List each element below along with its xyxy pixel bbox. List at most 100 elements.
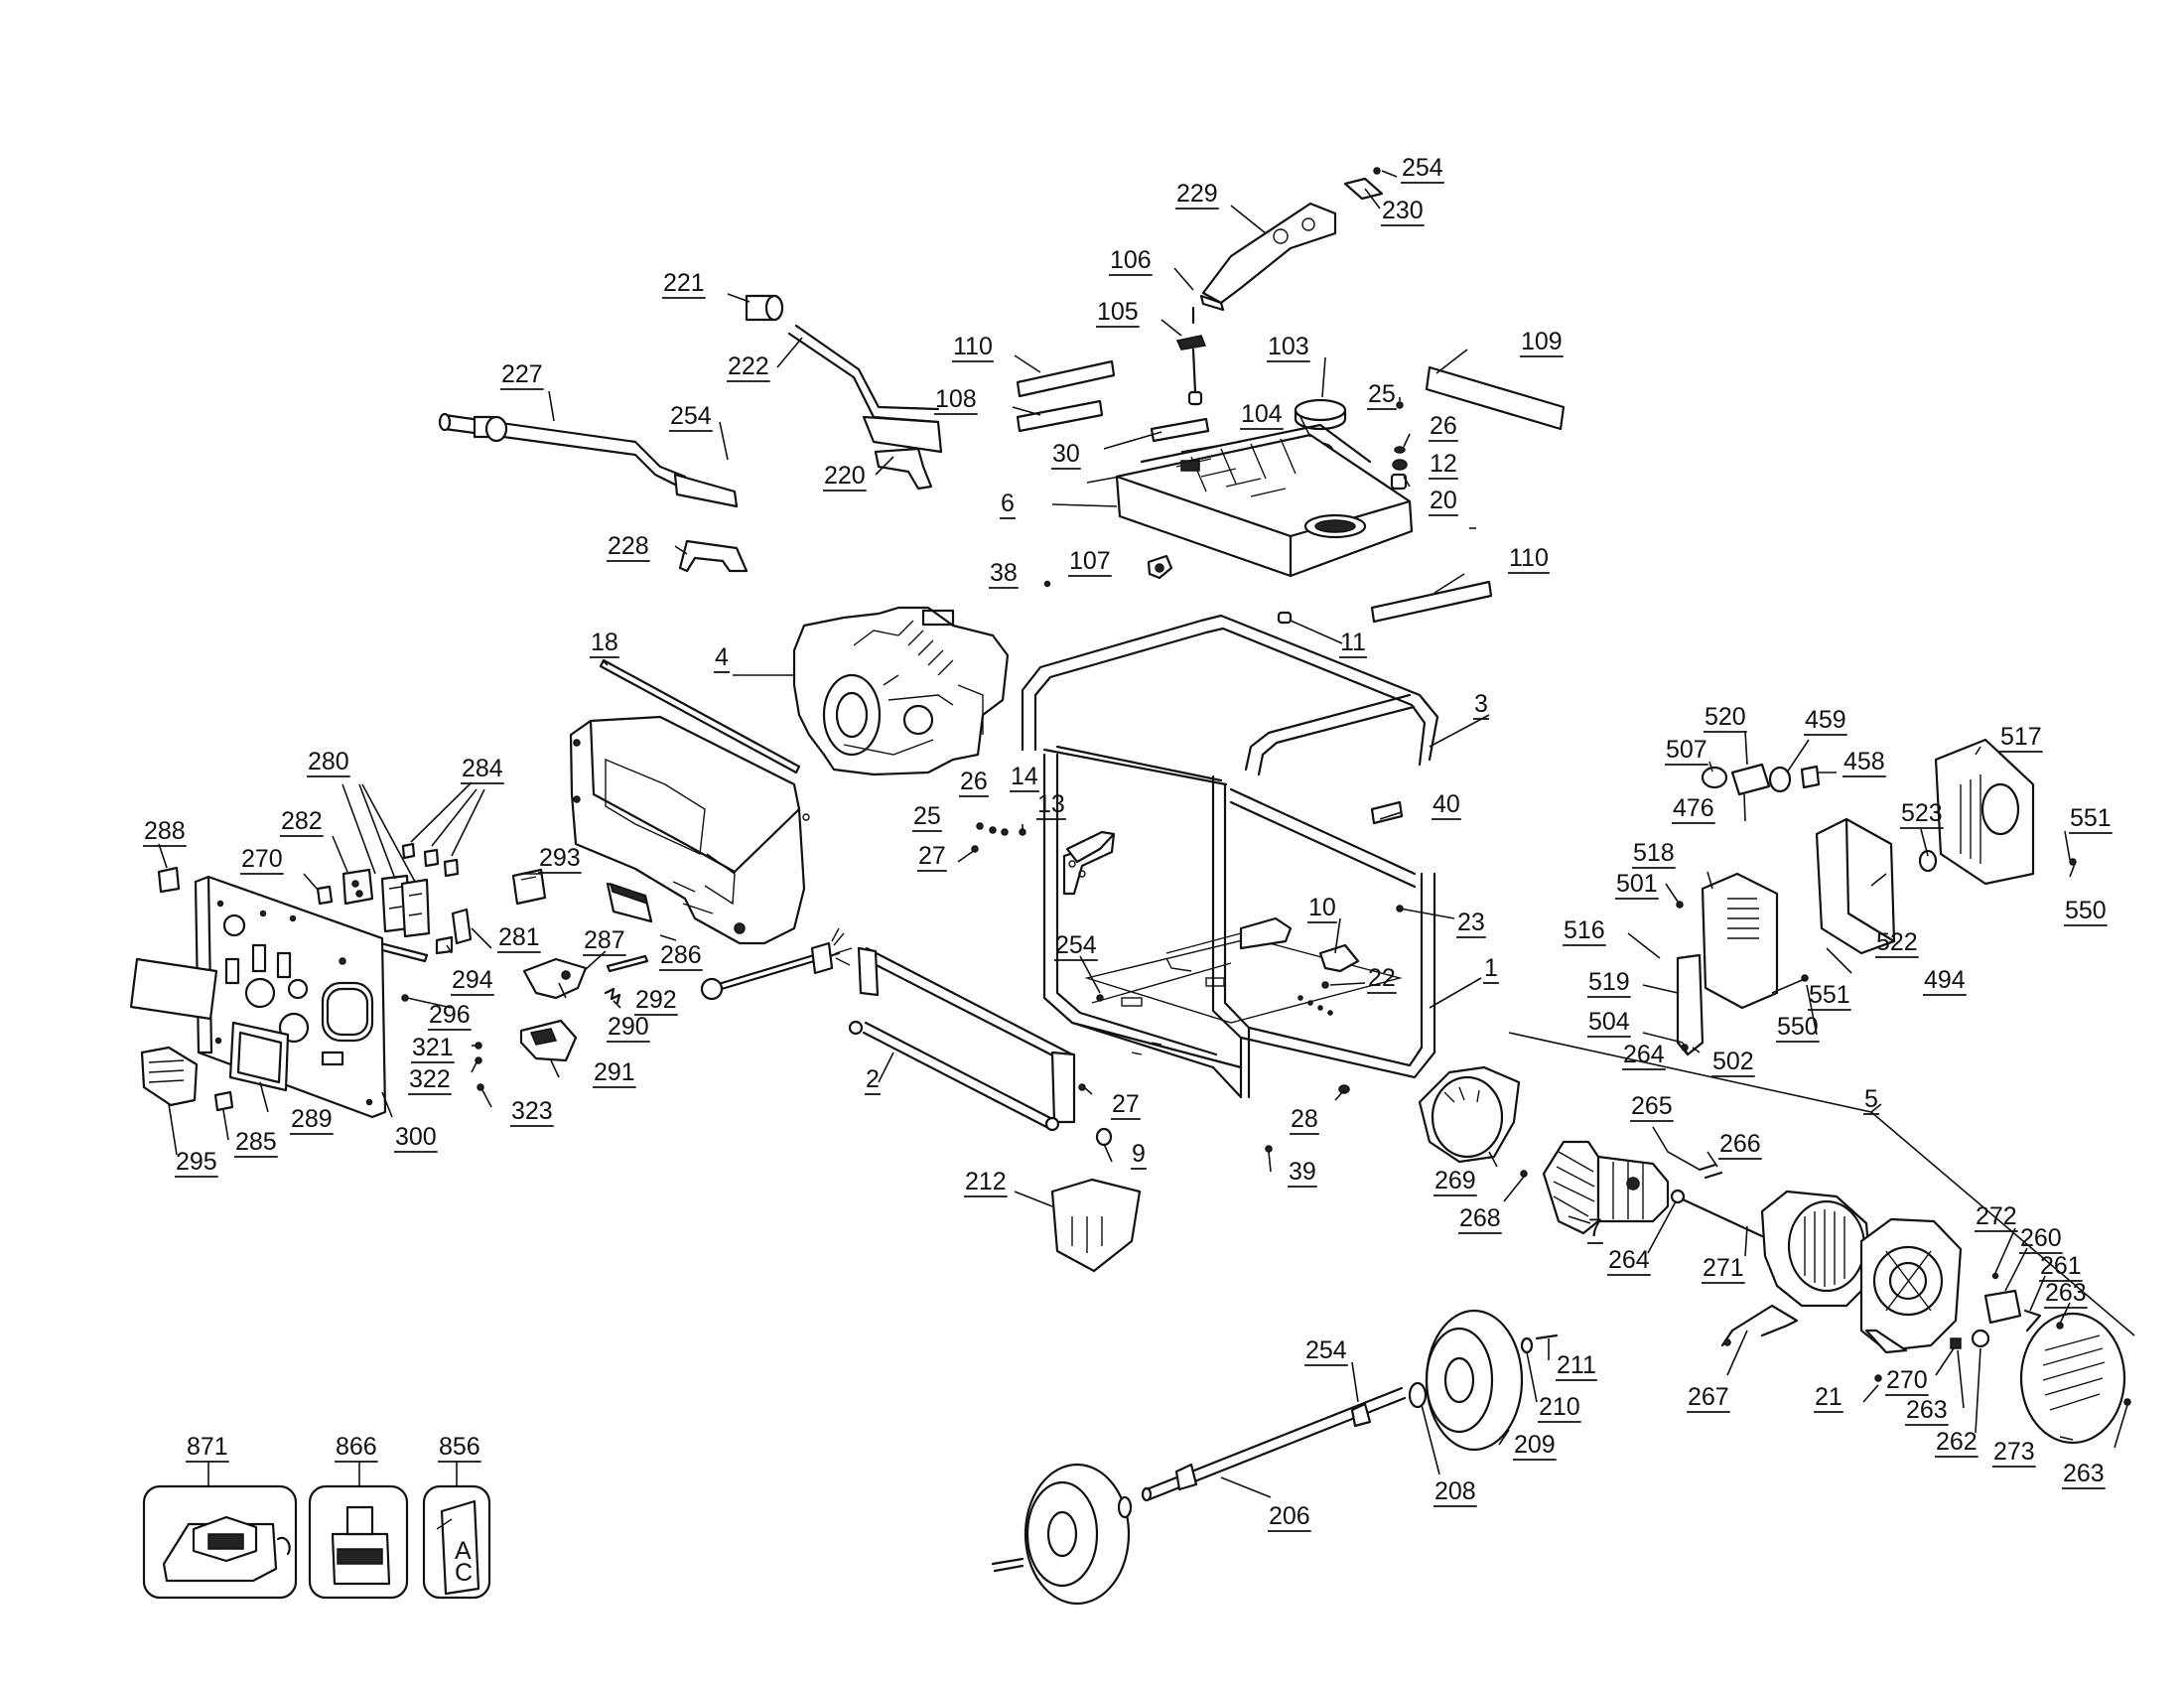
engine-4 bbox=[792, 606, 1010, 776]
callout-523: 523 bbox=[1901, 799, 1943, 827]
callout-106: 106 bbox=[1110, 246, 1152, 274]
gasket-289 bbox=[228, 1021, 290, 1092]
callout-285: 285 bbox=[235, 1128, 277, 1156]
callout-212: 212 bbox=[965, 1168, 1007, 1195]
callout-18: 18 bbox=[591, 629, 618, 656]
seal-507 bbox=[1701, 766, 1728, 789]
spring-265-266 bbox=[1698, 1163, 1723, 1180]
part-294 bbox=[435, 935, 454, 955]
callout-292: 292 bbox=[635, 986, 677, 1014]
callout-25: 25 bbox=[913, 802, 941, 830]
callout-6: 6 bbox=[1001, 490, 1015, 517]
callout-14: 14 bbox=[1011, 763, 1038, 790]
callout-550: 550 bbox=[2065, 897, 2107, 924]
callout-856: 856 bbox=[439, 1433, 480, 1461]
support-bar-2 bbox=[848, 946, 1076, 1132]
nut-263 bbox=[1950, 1337, 1962, 1349]
handle-227 bbox=[438, 412, 739, 508]
callout-272: 272 bbox=[1976, 1202, 2017, 1230]
callout-254: 254 bbox=[1305, 1336, 1347, 1364]
long-bolt bbox=[700, 927, 853, 1001]
outlet-295 bbox=[140, 1046, 199, 1107]
accessory-856: A C bbox=[422, 1484, 491, 1600]
callout-290: 290 bbox=[608, 1013, 649, 1041]
axle-206 bbox=[1141, 1386, 1407, 1502]
bearing-264b bbox=[1670, 1189, 1686, 1204]
card-letter-a: A bbox=[455, 1537, 472, 1565]
callout-268: 268 bbox=[1459, 1204, 1501, 1232]
callout-263: 263 bbox=[2063, 1460, 2105, 1487]
washer-9 bbox=[1095, 1127, 1113, 1147]
callout-23: 23 bbox=[1457, 909, 1485, 936]
callout-254: 254 bbox=[1402, 154, 1443, 182]
bracket-516-519 bbox=[1676, 953, 1705, 1056]
callout-209: 209 bbox=[1514, 1431, 1556, 1459]
washer-26b bbox=[989, 826, 997, 834]
switch-285 bbox=[213, 1090, 234, 1112]
callout-206: 206 bbox=[1269, 1502, 1310, 1530]
callout-294: 294 bbox=[452, 966, 493, 994]
callout-5: 5 bbox=[1864, 1085, 1878, 1113]
callout-296: 296 bbox=[429, 1001, 471, 1029]
callout-263: 263 bbox=[2045, 1279, 2087, 1307]
fastener-stack-12-20 bbox=[1390, 401, 1408, 491]
breaker-280 bbox=[380, 874, 431, 938]
callout-507: 507 bbox=[1666, 736, 1707, 764]
callout-260: 260 bbox=[2020, 1224, 2062, 1252]
bracket-10 bbox=[1318, 943, 1360, 973]
callout-520: 520 bbox=[1705, 703, 1746, 731]
callout-551: 551 bbox=[2070, 804, 2112, 832]
callout-108: 108 bbox=[935, 385, 977, 413]
clip-230 bbox=[1343, 167, 1384, 201]
wire-267 bbox=[1720, 1304, 1799, 1347]
regulator-290 bbox=[522, 957, 588, 1000]
wheel-209 bbox=[1425, 1309, 1524, 1452]
screw-263c bbox=[2123, 1398, 2131, 1406]
switch-281 bbox=[451, 908, 473, 945]
callout-228: 228 bbox=[608, 532, 649, 560]
callout-295: 295 bbox=[176, 1148, 217, 1176]
bracket-228 bbox=[678, 539, 749, 573]
bracket-13 bbox=[1065, 830, 1116, 864]
callout-229: 229 bbox=[1176, 180, 1218, 208]
washer-208 bbox=[1408, 1381, 1428, 1409]
callout-273: 273 bbox=[1993, 1438, 2035, 1466]
bracket-212 bbox=[1050, 1178, 1142, 1273]
callout-267: 267 bbox=[1688, 1383, 1729, 1411]
pin-front bbox=[991, 1557, 1024, 1573]
screw-38 bbox=[1043, 580, 1051, 588]
callout-284: 284 bbox=[462, 755, 503, 782]
bracket-220 bbox=[874, 447, 933, 491]
callout-322: 322 bbox=[409, 1065, 451, 1093]
callout-502: 502 bbox=[1712, 1048, 1754, 1075]
callout-4: 4 bbox=[715, 643, 729, 671]
callout-40: 40 bbox=[1433, 790, 1460, 818]
muffler-494 bbox=[1815, 817, 1896, 955]
callout-265: 265 bbox=[1631, 1092, 1673, 1120]
callout-550: 550 bbox=[1777, 1013, 1819, 1041]
callout-labels: 254 230 229 106 105 103 221 222 110 108 … bbox=[144, 154, 2112, 1530]
clip-261 bbox=[2023, 1309, 2042, 1333]
callout-9: 9 bbox=[1132, 1140, 1146, 1168]
callout-866: 866 bbox=[336, 1433, 377, 1461]
callout-269: 269 bbox=[1434, 1167, 1476, 1194]
callout-222: 222 bbox=[728, 352, 769, 380]
callout-227: 227 bbox=[501, 360, 543, 388]
callout-517: 517 bbox=[2000, 723, 2042, 751]
callout-107: 107 bbox=[1069, 547, 1111, 575]
screw-22 bbox=[1321, 981, 1329, 989]
callout-221: 221 bbox=[663, 269, 705, 297]
washer-14 bbox=[1001, 828, 1009, 836]
decal-110-top bbox=[1016, 359, 1116, 398]
callout-516: 516 bbox=[1564, 916, 1605, 944]
callout-264: 264 bbox=[1623, 1041, 1665, 1068]
callout-underlines bbox=[143, 182, 2113, 1532]
switch-293 bbox=[511, 868, 547, 906]
screw-268 bbox=[1520, 1170, 1528, 1178]
callout-254: 254 bbox=[670, 402, 712, 430]
rail-18 bbox=[599, 658, 801, 774]
callout-26: 26 bbox=[960, 768, 988, 795]
callout-110: 110 bbox=[953, 333, 993, 360]
callout-871: 871 bbox=[187, 1433, 228, 1461]
callout-291: 291 bbox=[594, 1058, 635, 1086]
